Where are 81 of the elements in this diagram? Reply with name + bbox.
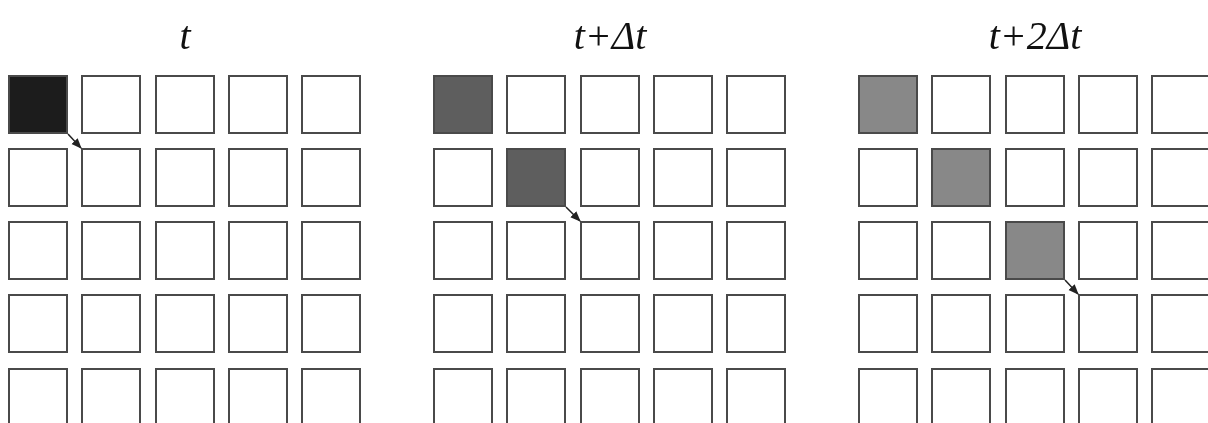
grid-cell <box>155 75 215 134</box>
grid-cell <box>433 368 493 423</box>
grid-cell <box>301 294 361 353</box>
grid-cell <box>228 148 288 207</box>
grid-cell <box>81 148 141 207</box>
grid-cell <box>506 75 566 134</box>
grid-cell <box>653 294 713 353</box>
grid-cell <box>81 221 141 280</box>
grid-cell <box>580 148 640 207</box>
grid-cell <box>580 221 640 280</box>
shaded-cell <box>858 75 918 134</box>
time-label: t <box>179 14 191 58</box>
grid-cell <box>1151 75 1208 134</box>
grid-cell <box>433 221 493 280</box>
grid-cell <box>931 368 991 423</box>
grid-cell <box>8 148 68 207</box>
grid-cell <box>301 221 361 280</box>
grid-cell <box>726 221 786 280</box>
grid-cell <box>155 294 215 353</box>
grid-cell <box>1005 368 1065 423</box>
shaded-cell <box>506 148 566 207</box>
grid-cell <box>228 75 288 134</box>
grid-cell <box>653 75 713 134</box>
arrow <box>1064 279 1079 295</box>
grid-cell <box>1151 294 1208 353</box>
grid-cell <box>81 75 141 134</box>
grid-cell <box>580 75 640 134</box>
grid-cell <box>858 294 918 353</box>
grid-cell <box>653 368 713 423</box>
grid-cell <box>858 368 918 423</box>
grid-cell <box>726 368 786 423</box>
grid-cell <box>228 368 288 423</box>
grid-cell <box>931 75 991 134</box>
grid-cell <box>301 368 361 423</box>
grid-cell <box>228 294 288 353</box>
grid-cell <box>155 368 215 423</box>
grid-cell <box>653 221 713 280</box>
grid-cell <box>1078 294 1138 353</box>
grid-cell <box>81 368 141 423</box>
grid-cell <box>858 221 918 280</box>
grid-cell <box>1151 368 1208 423</box>
grid-cell <box>506 221 566 280</box>
grid-cell <box>1005 148 1065 207</box>
grid-cell <box>653 148 713 207</box>
grid-cell <box>8 221 68 280</box>
grid-cell <box>155 221 215 280</box>
grid-cell <box>1078 221 1138 280</box>
grid-cell <box>155 148 215 207</box>
grid-cell <box>506 368 566 423</box>
arrow <box>565 206 581 222</box>
grid-cell <box>1005 294 1065 353</box>
grid-cell <box>726 294 786 353</box>
grid-cell <box>506 294 566 353</box>
grid-cell <box>81 294 141 353</box>
grid-cell <box>1151 148 1208 207</box>
time-label: t+Δt <box>573 14 647 58</box>
grid-cell <box>858 148 918 207</box>
grid-cell <box>726 75 786 134</box>
grid-cell <box>1151 221 1208 280</box>
grid-cell <box>580 294 640 353</box>
grid-cell <box>301 75 361 134</box>
grid-cell <box>433 148 493 207</box>
shaded-cell <box>1005 221 1065 280</box>
arrow <box>67 133 82 149</box>
grid-cell <box>228 221 288 280</box>
grid-cell <box>1005 75 1065 134</box>
grid-cell <box>1078 368 1138 423</box>
grid-cell <box>1078 75 1138 134</box>
grid-cell <box>931 221 991 280</box>
shaded-cell <box>433 75 493 134</box>
grid-cell <box>8 368 68 423</box>
shaded-cell <box>931 148 991 207</box>
shaded-cell <box>8 75 68 134</box>
grid-cell <box>301 148 361 207</box>
grid-cell <box>8 294 68 353</box>
grid-cell <box>931 294 991 353</box>
grid-cell <box>726 148 786 207</box>
grid-cell <box>433 294 493 353</box>
grid-cell <box>1078 148 1138 207</box>
grid-cell <box>580 368 640 423</box>
time-label: t+2Δt <box>988 14 1082 58</box>
